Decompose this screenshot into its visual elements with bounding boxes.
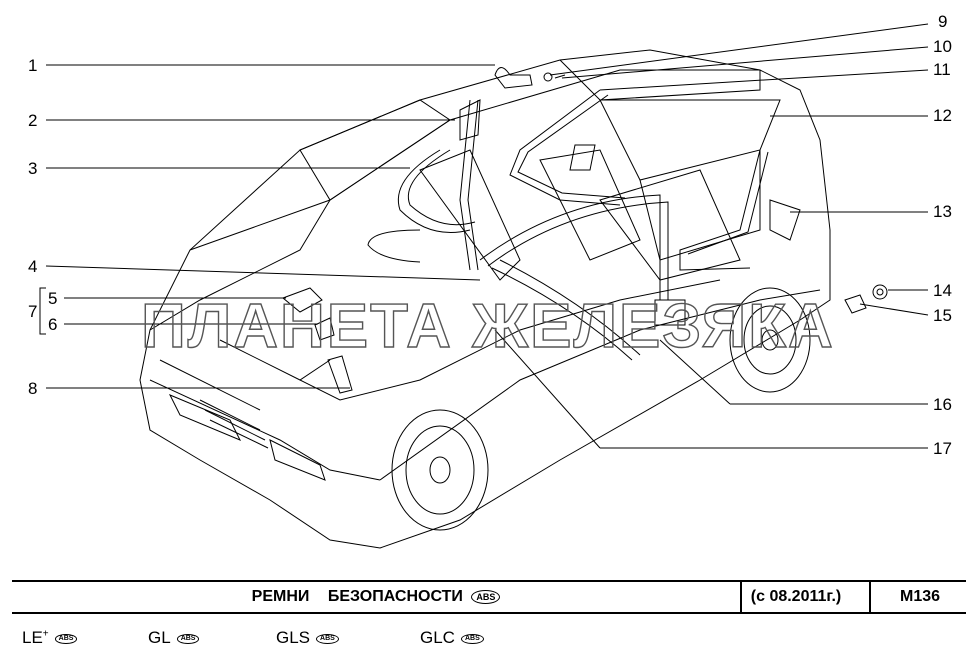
callout-13: 13 [933, 202, 952, 221]
belts [282, 67, 888, 394]
abs-badge: ABS [176, 633, 200, 644]
callout-16: 16 [933, 395, 952, 414]
abs-badge: ABS [54, 633, 78, 644]
callout-3: 3 [28, 159, 38, 178]
leader-lines [39, 23, 929, 449]
watermark-text: ПЛАНЕТА ЖЕЛЕЗЯКА [141, 292, 835, 361]
variant-le: LE+ ABS [22, 628, 78, 648]
callout-8: 8 [28, 379, 38, 398]
callout-11: 11 [933, 60, 951, 79]
date-range: (с 08.2011г.) [750, 588, 842, 605]
callout-9: 9 [938, 12, 948, 31]
callout-4: 4 [28, 257, 38, 276]
variant-gls: GLS ABS [276, 628, 339, 648]
variant-glc: GLC ABS [420, 628, 484, 648]
variants-row: LE+ ABS GL ABS GLS ABS GLC ABS [0, 624, 977, 660]
callout-12: 12 [933, 106, 952, 125]
abs-badge: ABS [316, 633, 339, 644]
seat-belt-diagram [39, 23, 929, 549]
page-code: M136 [899, 588, 941, 605]
callout-2: 2 [28, 111, 38, 130]
callout-14: 14 [933, 281, 952, 300]
callout-10: 10 [933, 37, 952, 56]
variant-label: LE [22, 628, 43, 647]
variant-label: GLS [276, 628, 311, 647]
variant-label: GLC [420, 628, 455, 647]
variant-suffix: + [42, 628, 49, 640]
divider [740, 582, 742, 612]
divider [869, 582, 871, 612]
callout-17: 17 [933, 439, 952, 458]
abs-badge: ABS [460, 633, 484, 644]
title-bar: РЕМНИ БЕЗОПАСНОСТИ ABS (с 08.2011г.) M13… [12, 580, 966, 614]
page-title: РЕМНИ БЕЗОПАСНОСТИ [251, 588, 463, 605]
watermark: ПЛАНЕТА ЖЕЛЕЗЯКА [140, 292, 835, 362]
callout-6: 6 [48, 315, 58, 334]
variant-label: GL [148, 628, 171, 647]
callout-5: 5 [48, 289, 58, 308]
variant-gl: GL ABS [148, 628, 200, 648]
title-cell: РЕМНИ БЕЗОПАСНОСТИ ABS [12, 582, 740, 612]
callout-1: 1 [28, 56, 38, 75]
callout-7: 7 [28, 302, 38, 321]
abs-badge: ABS [471, 589, 501, 604]
callout-15: 15 [933, 306, 952, 325]
